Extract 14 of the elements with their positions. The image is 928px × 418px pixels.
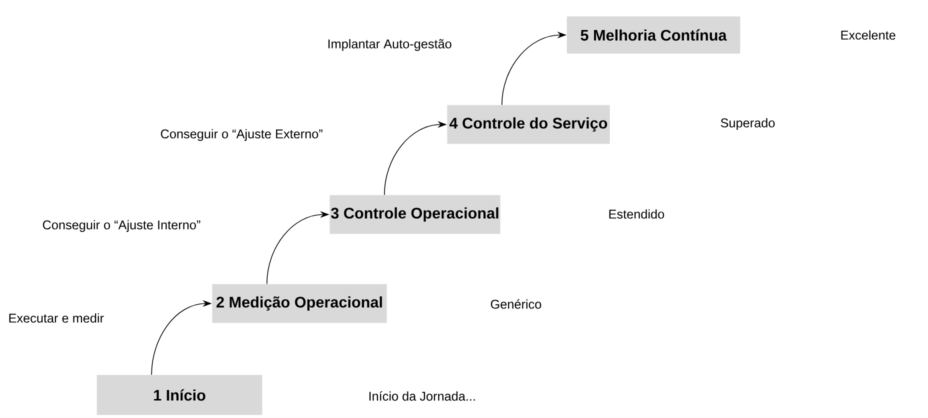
text-label: Estendido [609,209,664,219]
text-label: Genérico [490,299,542,309]
text-label: Conseguir o “Ajuste Externo” [160,129,322,141]
step-box: 2 Medição Operacional [212,284,387,323]
text-label: Excelente [841,30,896,40]
text-label: Conseguir o “Ajuste Interno” [42,220,200,232]
step-box: 3 Controle Operacional [330,195,500,234]
step-box: 4 Controle do Serviço [447,105,610,144]
text-label: Implantar Auto-gestão [328,39,452,51]
text-label: Início da Jornada... [369,391,475,401]
step-box: 1 Início [96,375,262,415]
text-label: Executar e medir [9,313,104,323]
step-box: 5 Melhoria Contínua [566,16,740,54]
text-label: Superado [720,118,775,130]
